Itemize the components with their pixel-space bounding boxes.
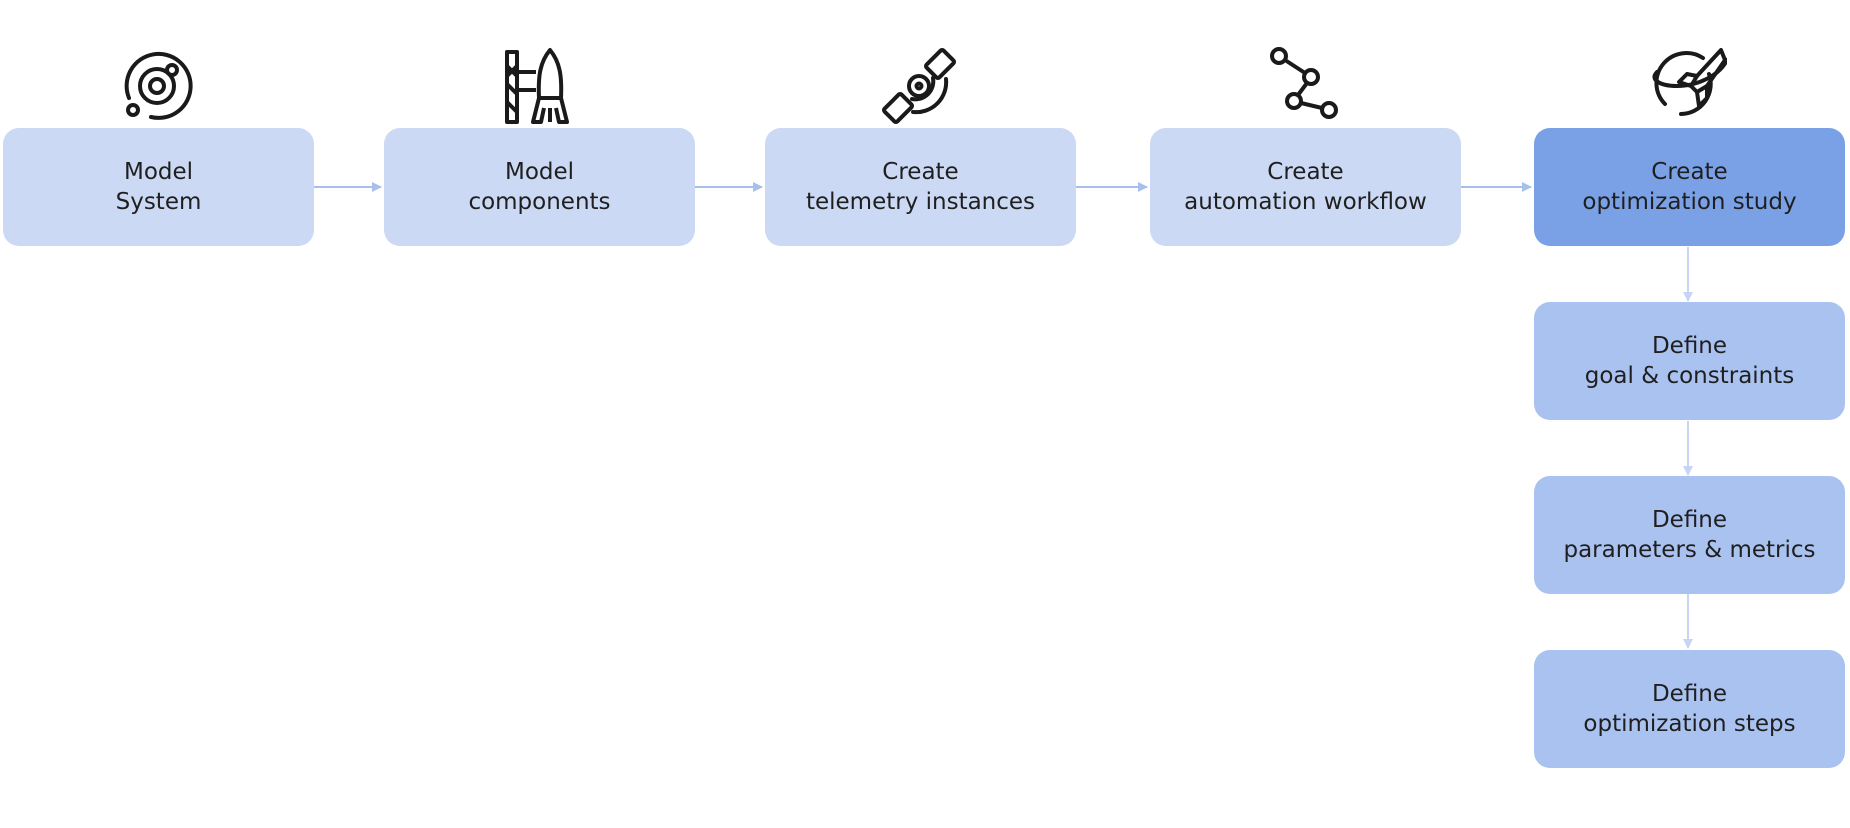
step-label-line-1: Model — [123, 159, 194, 185]
orbit-icon — [117, 46, 197, 126]
step-create-automation-workflow[interactable]: Create automation workflow — [1150, 128, 1461, 246]
substep-define-parameters-metrics[interactable]: Define parameters & metrics — [1534, 476, 1845, 594]
substep-label-line-1: Define — [1651, 507, 1728, 533]
rocket-launch-tower-icon — [498, 46, 578, 126]
step-label-line-2: components — [468, 189, 611, 215]
substep-label-line-2: parameters & metrics — [1563, 537, 1816, 563]
step-label-line-1: Create — [1267, 159, 1344, 185]
step-label-line-2: automation workflow — [1184, 189, 1427, 215]
workflow-nodes-icon — [1264, 46, 1344, 126]
substep-label-line-1: Define — [1651, 681, 1728, 707]
step-model-components[interactable]: Model components — [384, 128, 695, 246]
step-label-line-1: Model — [504, 159, 575, 185]
substep-define-goal-constraints[interactable]: Define goal & constraints — [1534, 302, 1845, 420]
step-create-telemetry-instances[interactable]: Create telemetry instances — [765, 128, 1076, 246]
satellite-icon — [879, 46, 959, 126]
step-label-line-1: Create — [1651, 159, 1728, 185]
step-label-line-2: optimization study — [1582, 189, 1797, 215]
step-label-line-1: Create — [882, 159, 959, 185]
substep-define-optimization-steps[interactable]: Define optimization steps — [1534, 650, 1845, 768]
step-label-line-2: telemetry instances — [805, 189, 1036, 215]
step-model-system[interactable]: Model System — [3, 128, 314, 246]
substep-label-line-2: optimization steps — [1583, 711, 1796, 737]
substep-label-line-2: goal & constraints — [1584, 363, 1795, 389]
rocket-planet-icon — [1647, 46, 1727, 126]
step-create-optimization-study[interactable]: Create optimization study — [1534, 128, 1845, 246]
step-label-line-2: System — [115, 189, 202, 215]
substep-label-line-1: Define — [1651, 333, 1728, 359]
